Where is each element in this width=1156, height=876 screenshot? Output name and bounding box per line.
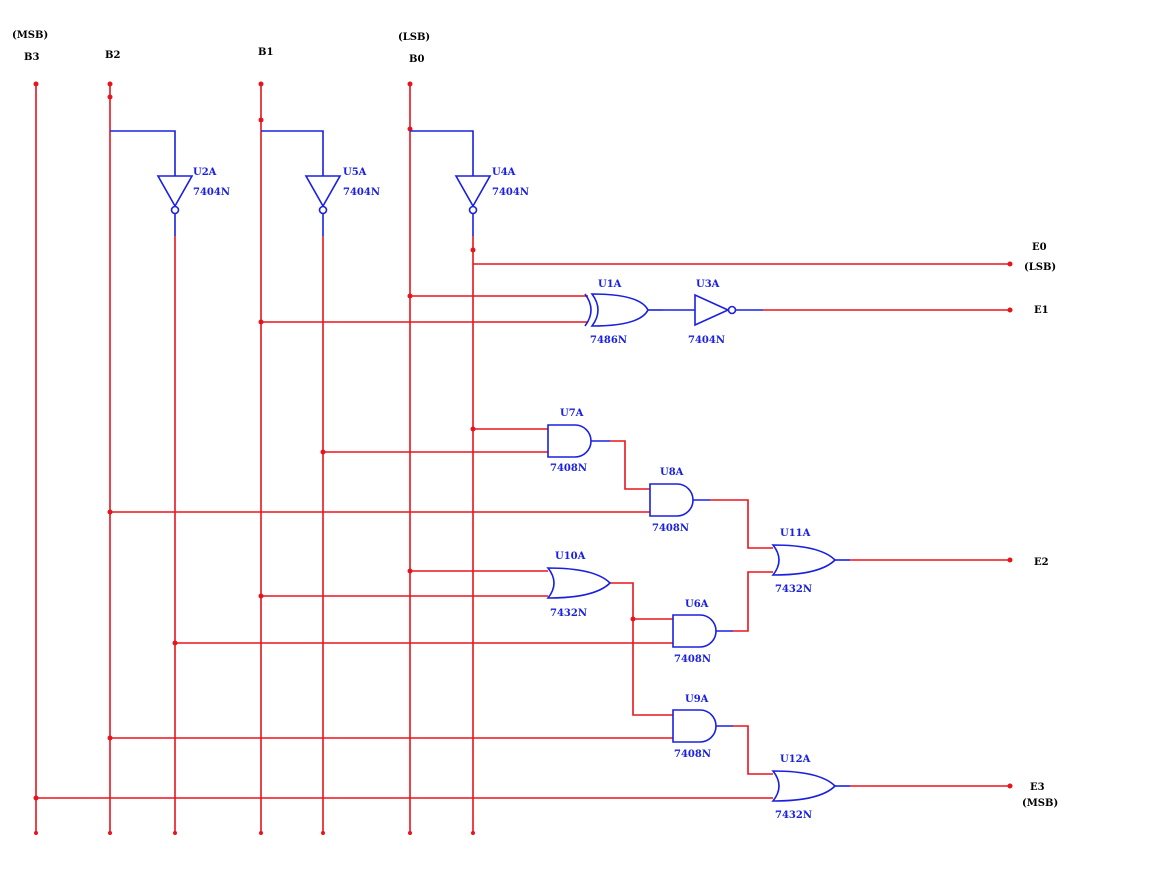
u6a-ref: U6A (685, 599, 709, 610)
or-gate-u10a: U10A 7432N (546, 551, 612, 619)
u10a-part: 7432N (550, 608, 587, 619)
b1-label: B1 (258, 47, 273, 58)
xor-gate-u1a: U1A 7486N (584, 279, 663, 346)
u4a-part: 7404N (492, 187, 529, 198)
or-gate-u11a: U11A 7432N (771, 528, 850, 595)
u7a-to-u8a-wire (610, 440, 650, 490)
and-gate-u7a: U7A 7408N (547, 408, 610, 474)
u3a-ref: U3A (696, 279, 720, 290)
u12a-ref: U12A (780, 754, 811, 765)
u9a-to-u12a-wire (733, 725, 773, 775)
b2-label: B2 (105, 50, 120, 61)
u1a-part: 7486N (590, 335, 627, 346)
u10a-out-wire (610, 582, 673, 716)
and-gate-u8a: U8A 7408N (649, 467, 710, 534)
u12a-part: 7432N (775, 810, 812, 821)
u9a-ref: U9A (685, 694, 709, 705)
u4a-ref: U4A (492, 167, 516, 178)
u8a-to-u11a-wire (710, 499, 773, 549)
u5a-ref: U5A (343, 167, 367, 178)
e1-label: E1 (1034, 305, 1049, 316)
u9a-part: 7408N (674, 749, 711, 760)
u5a-part: 7404N (343, 187, 380, 198)
or-gate-u12a: U12A 7432N (771, 754, 850, 821)
e0-label: E0 (1032, 242, 1047, 253)
junction-dots (33, 81, 1013, 835)
b3-label: B3 (24, 52, 39, 63)
e2-label: E2 (1034, 557, 1049, 568)
inverter-u2a: U2A 7404N (110, 130, 230, 236)
b3-msb-note: (MSB) (12, 30, 48, 41)
u7a-ref: U7A (560, 408, 584, 419)
wires (35, 84, 1010, 833)
u11a-ref: U11A (780, 528, 811, 539)
u11a-part: 7432N (775, 584, 812, 595)
inverter-u5a: U5A 7404N (261, 130, 380, 236)
e0-lsb-note: (LSB) (1024, 262, 1056, 273)
inverter-u3a: U3A 7404N (663, 279, 763, 346)
u2a-part: 7404N (193, 187, 230, 198)
u6a-part: 7408N (674, 654, 711, 665)
u10a-ref: U10A (555, 551, 586, 562)
e3-msb-note: (MSB) (1022, 798, 1058, 809)
and-gate-u9a: U9A 7408N (672, 694, 733, 760)
inverter-u4a: U4A 7404N (410, 130, 529, 236)
and-gate-u6a: U6A 7408N (672, 599, 733, 665)
u8a-ref: U8A (660, 467, 684, 478)
b0-label: B0 (409, 54, 424, 65)
u1a-ref: U1A (598, 279, 622, 290)
u2a-ref: U2A (193, 167, 217, 178)
u3a-part: 7404N (688, 335, 725, 346)
u6a-to-u11a-wire (733, 571, 773, 632)
b0-lsb-note: (LSB) (398, 32, 430, 43)
u8a-part: 7408N (652, 523, 689, 534)
e3-label: E3 (1030, 782, 1045, 793)
u7a-part: 7408N (550, 463, 587, 474)
